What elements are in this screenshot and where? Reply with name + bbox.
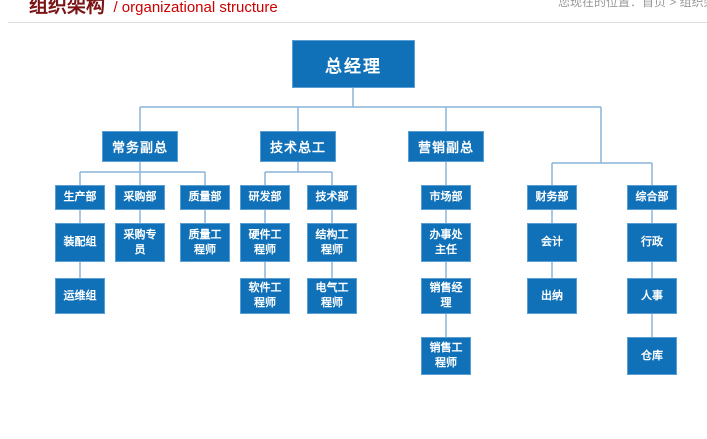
node-rd-dept: 研发部 (240, 185, 290, 210)
page-subtitle: / organizational structure (113, 0, 278, 16)
node-finance-dept: 财务部 (527, 185, 577, 210)
node-executive-vp: 常务副总 (102, 131, 178, 162)
node-general-affairs-dept: 综合部 (627, 185, 677, 210)
node-quality-dept: 质量部 (180, 185, 230, 210)
node-assembly-group: 装配组 (55, 223, 105, 262)
node-general-manager: 总经理 (292, 40, 415, 88)
node-technical-dept: 技术部 (307, 185, 357, 210)
node-cashier: 出纳 (527, 278, 577, 314)
node-purchasing-specialist: 采购专员 (115, 223, 165, 262)
node-warehouse: 仓库 (627, 337, 677, 375)
node-marketing-vp: 营销副总 (408, 131, 484, 162)
header-divider (8, 22, 707, 23)
node-operations-group: 运维组 (55, 278, 105, 314)
node-production-dept: 生产部 (55, 185, 105, 210)
node-sales-engineer: 销售工程师 (421, 337, 471, 375)
node-chief-engineer: 技术总工 (260, 131, 336, 162)
node-software-engineer: 软件工程师 (240, 278, 290, 314)
page-header: 组织架构 / organizational structure (29, 0, 278, 18)
node-structural-engineer: 结构工程师 (307, 223, 357, 262)
page-title: 组织架构 (29, 0, 106, 17)
node-admin: 行政 (627, 223, 677, 262)
node-quality-engineer: 质量工程师 (180, 223, 230, 262)
node-sales-manager: 销售经理 (421, 278, 471, 314)
node-hardware-engineer: 硬件工程师 (240, 223, 290, 262)
node-market-dept: 市场部 (421, 185, 471, 210)
node-accountant: 会计 (527, 223, 577, 262)
node-hr: 人事 (627, 278, 677, 314)
node-purchasing-dept: 采购部 (115, 185, 165, 210)
node-office-director: 办事处主任 (421, 223, 471, 262)
breadcrumb[interactable]: 您现在的位置：首页 > 组织架构 (558, 0, 707, 9)
node-electrical-engineer: 电气工程师 (307, 278, 357, 314)
